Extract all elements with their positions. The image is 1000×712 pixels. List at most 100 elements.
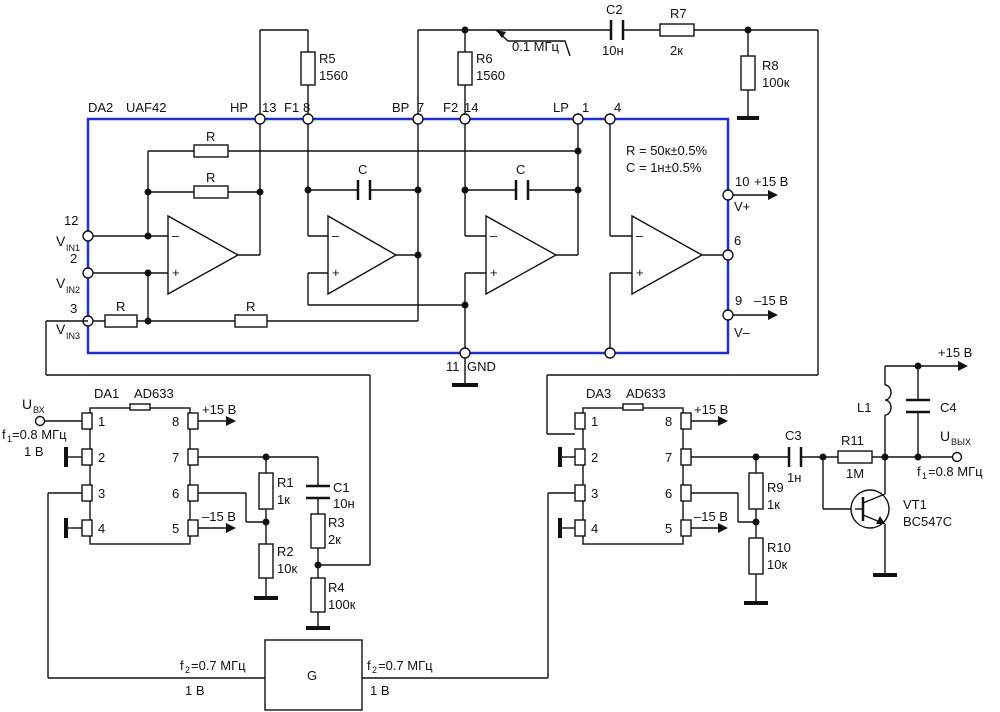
vt1-label: VT1 <box>903 497 927 512</box>
r7-label: R7 <box>670 6 687 21</box>
pin-label-hp: HP <box>230 100 248 115</box>
gen-f-right-val: =0.7 МГц <box>378 658 433 673</box>
r-label: R <box>206 170 215 185</box>
top-network-wiring <box>307 29 819 435</box>
inductor-l1 <box>884 384 892 416</box>
resistor-r10 <box>748 537 764 575</box>
pin-label-lp: LP <box>553 100 569 115</box>
gen-f-right: f <box>367 658 371 673</box>
gen-f-left-sub: 2 <box>185 665 190 675</box>
gen-amp-right: 1 В <box>370 683 390 698</box>
output-f-val: =0.8 МГц <box>928 464 983 479</box>
da1-name: DA1 <box>94 386 119 401</box>
input-f: f <box>2 427 6 442</box>
vin1-sub: IN1 <box>66 243 80 253</box>
resistor-r2 <box>258 543 274 579</box>
r6-value: 1560 <box>476 68 505 83</box>
resistor-r11 <box>837 450 873 464</box>
da1-pin-7: 7 <box>172 450 179 465</box>
pin-label-2: 2 <box>70 251 77 266</box>
resistor-r1 <box>258 472 274 510</box>
pin-label-f2: F2 <box>443 100 458 115</box>
da1-vneg: –15 В <box>202 509 236 524</box>
da3-junctions <box>752 453 760 526</box>
resistor-r-3 <box>104 314 138 328</box>
da2-supply-neg: –15 В <box>754 293 788 308</box>
r5-value: 1560 <box>319 68 348 83</box>
da1-notch <box>129 403 151 411</box>
r9-value: 1к <box>767 497 780 512</box>
vin3-sub: IN3 <box>66 331 80 341</box>
r5-label: R5 <box>319 51 336 66</box>
pin-label-11: 11 <box>446 359 460 374</box>
da3-vpos: +15 В <box>694 402 728 417</box>
output-supply: +15 В <box>938 345 972 360</box>
da1-pin-5: 5 <box>172 521 179 536</box>
da3-chip <box>582 407 684 545</box>
c2-value: 10н <box>602 43 624 58</box>
r4-label: R4 <box>328 580 345 595</box>
resistor-r-4 <box>234 314 268 328</box>
in3-feed-wiring <box>45 320 371 566</box>
svg-text:+: + <box>636 265 644 280</box>
arrow-icon <box>226 523 236 533</box>
resistor-r9 <box>748 472 764 510</box>
spec-r: R = 50к±0.5% <box>626 143 708 158</box>
c-label: C <box>516 162 525 177</box>
r2-label: R2 <box>277 544 294 559</box>
gen-amp-left: 1 В <box>185 683 205 698</box>
c1-label: C1 <box>333 480 350 495</box>
gen-f-left-val: =0.7 МГц <box>191 658 246 673</box>
vin3-label: V <box>56 321 66 337</box>
r1-value: 1к <box>277 492 290 507</box>
da3-pin-4: 4 <box>591 521 598 536</box>
opamp-3: –+ <box>485 214 558 296</box>
r11-label: R11 <box>841 433 864 448</box>
uaf42-pins <box>82 113 734 359</box>
resistor-r7 <box>659 23 695 37</box>
pin-label-10: 10 <box>735 174 749 189</box>
capacitor-c4 <box>906 398 930 414</box>
pin-label-13: 13 <box>262 100 276 115</box>
da1-pin-6: 6 <box>172 486 179 501</box>
arrow-icon <box>768 310 778 320</box>
da1-part: AD633 <box>134 386 174 401</box>
da1-junctions <box>262 453 322 569</box>
da3-notch <box>622 403 644 411</box>
da3-part: AD633 <box>626 386 666 401</box>
resistor-r-1 <box>193 144 229 158</box>
arrow-icon <box>226 416 236 426</box>
r-label: R <box>246 299 255 314</box>
uout-label: U <box>940 428 950 444</box>
r3-value: 2к <box>328 532 341 547</box>
da1-pin-2: 2 <box>98 450 105 465</box>
r-label: R <box>206 129 215 144</box>
da3-pin-8: 8 <box>665 414 672 429</box>
da3-pin-5: 5 <box>665 521 672 536</box>
svg-text:–: – <box>332 228 340 243</box>
pin-label-12: 12 <box>64 213 78 228</box>
resistor-r8 <box>740 55 756 91</box>
da2-part: UAF42 <box>126 100 166 115</box>
capacitor-c2 <box>609 20 625 40</box>
freq-note: 0.1 МГц <box>512 39 560 54</box>
r1-label: R1 <box>277 475 294 490</box>
opamp-1: –+ <box>167 214 240 296</box>
generator-wiring <box>362 492 575 679</box>
input-amp: 1 В <box>24 444 44 459</box>
r6-label: R6 <box>476 51 493 66</box>
output-terminal <box>951 451 963 463</box>
pin-label-14: 14 <box>464 100 478 115</box>
resistor-r3 <box>310 513 326 549</box>
pin-label-1: 1 <box>582 100 589 115</box>
c3-label: C3 <box>785 428 802 443</box>
arrow-icon <box>958 361 968 371</box>
da1-chip <box>89 407 191 545</box>
uout-sub: ВЫХ <box>951 437 971 447</box>
pin-label-3: 3 <box>70 301 77 316</box>
arrow-icon <box>496 30 506 38</box>
da1-pin-4: 4 <box>98 521 105 536</box>
output-f: f <box>917 464 921 479</box>
opamp-4: –+ <box>631 214 704 296</box>
capacitor-c1 <box>306 484 330 500</box>
